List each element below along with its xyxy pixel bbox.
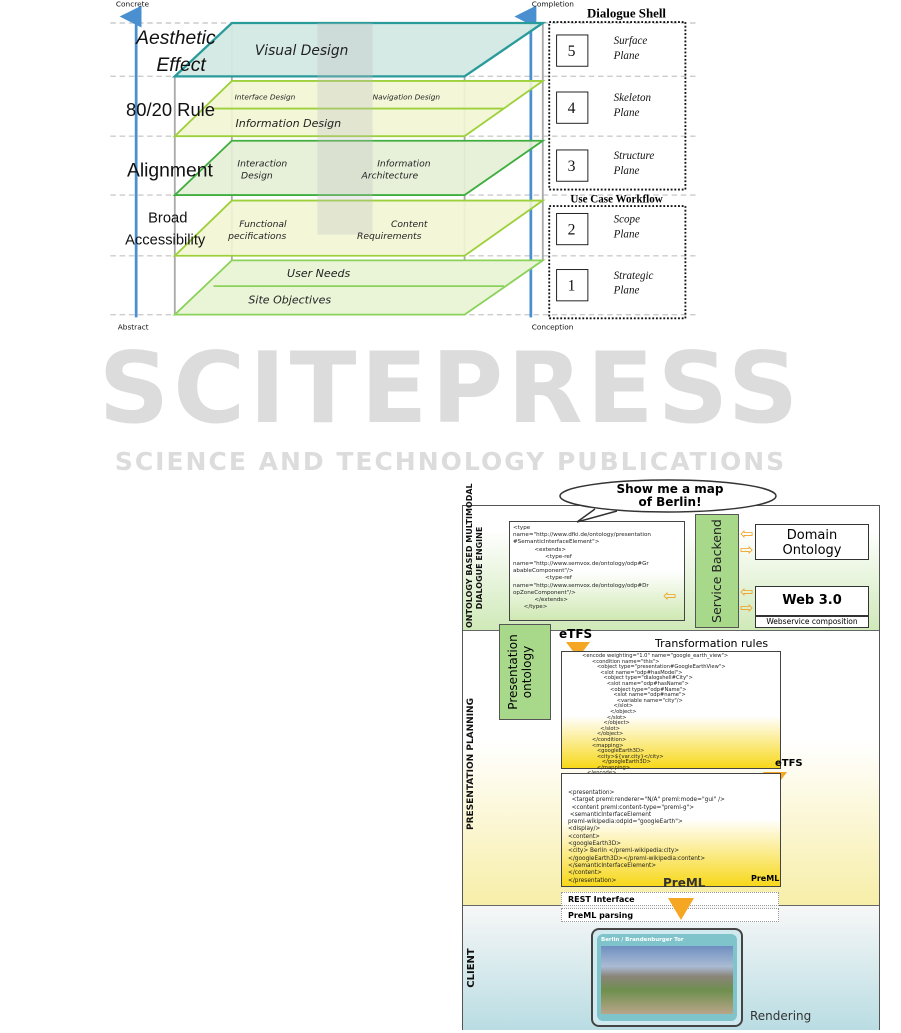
level-number: 2 [568,222,576,239]
plane-label-info-arch-2: Architecture [361,170,419,181]
principle-broad: Broad [148,211,187,227]
level-plane-label: Plane [613,107,640,119]
plane-label-interface: Interface Design [235,92,296,101]
band-label-client: CLIENT [466,948,477,988]
band-label-planning: PRESENTATION PLANNING [466,698,476,830]
level-number-box [556,149,589,182]
right-axis-top-label: Completion [532,0,574,8]
level-plane-label: Plane [613,50,640,62]
level-plane-label: Plane [613,228,640,240]
principle-effect: Effect [156,55,207,76]
plane-label-information: Information Design [236,117,342,130]
principle-accessibility: Accessibility [125,233,206,249]
plane-label-interaction: Interaction [237,159,287,170]
preml-code-box: <presentation> <target preml:renderer="N… [561,773,781,887]
level-number-box [556,91,589,124]
arrow-right-icon: ⇨ [740,542,754,559]
level-plane-label: Plane [613,284,640,296]
arrow-down-icon [668,898,694,920]
watermark-subtitle: SCIENCE AND TECHNOLOGY PUBLICATIONS [114,447,787,476]
berlin-3d-image [601,946,733,1014]
level-plane-label: Structure [614,150,655,162]
speech-bubble-text: Show me a map of Berlin! [616,482,724,509]
principle-alignment: Alignment [127,161,214,182]
preml-box-label: PreML [751,874,780,883]
service-backend-label: Service Backend [709,519,724,623]
plane-label-info-arch: Information [377,159,431,170]
level-number-box [556,212,589,246]
watermark-logo: SCITEPRESS [98,332,803,446]
plane-label-functional: Functional [239,219,287,230]
client-screen-frame: Berlin / Brandenburger Tor [591,928,743,1027]
level-number: 5 [568,43,576,60]
plane-label-content: Content [391,219,428,230]
level-plane-label: Scope [614,214,640,226]
plane-label-interaction-2: Design [241,170,273,181]
plane-label-content-2: Requirements [357,231,422,242]
group-dialogue-shell: Dialogue Shell [587,6,666,20]
right-axis-bottom-label: Conception [532,322,574,331]
plane-strategy [172,259,546,316]
presentation-ontology-label: Presentation ontology [506,634,534,710]
rendered-map-view: Berlin / Brandenburger Tor [597,934,737,1021]
arrow-left-icon: ⇦ [663,588,677,605]
arrow-right-icon: ⇨ [740,600,754,617]
service-backend-box: Service Backend [695,514,739,628]
level-number: 4 [568,100,576,117]
level-plane-label: Strategic [614,270,654,282]
level-plane-label: Surface [614,35,648,47]
etfs-label-2: eTFS [775,758,803,769]
transformation-rules-title: Transformation rules [655,637,769,650]
domain-ontology-box: Domain Ontology [755,524,869,560]
webservice-label: Webservice composition [755,616,869,628]
arrow-left-icon: ⇦ [740,526,754,543]
plane-surface [171,21,547,78]
plane-label-visual: Visual Design [255,43,349,59]
level-number: 3 [568,158,576,175]
etfs-label: eTFS [559,627,593,641]
principle-aesthetic: Aesthetic [135,28,216,49]
plane-label-user-needs: User Needs [287,267,350,280]
rendering-label: Rendering [750,1009,812,1023]
axis-top-label: Concrete [116,0,150,8]
level-number-box [556,269,589,302]
presentation-ontology-box: Presentation ontology [499,624,551,720]
type-code-box: <type name="http://www.dfki.de/ontology/… [509,521,685,621]
axis-bottom-label: Abstract [118,322,149,331]
figure-architecture: ONTOLOGY BASED MULTIMODAL DIALOGUE ENGIN… [462,483,880,1030]
principle-80-20: 80/20 Rule [126,99,215,120]
plane-label-site-objectives: Site Objectives [248,294,331,307]
level-plane-label: Skeleton [614,92,652,104]
web30-box: Web 3.0 [755,586,869,616]
level-plane-label: Plane [613,165,640,177]
level-number-box [556,34,589,67]
transformation-rules-box: <encode weighting="1.0" name="google_ear… [561,651,781,776]
figure-planes-diagram: Concrete Abstract Completion Conception … [110,0,700,331]
map-view-title: Berlin / Brandenburger Tor [601,937,684,943]
group-use-case: Use Case Workflow [570,193,662,205]
use-case-box [548,205,687,320]
level-number: 1 [568,278,576,295]
dialogue-shell-box [548,21,687,191]
band-label-engine: ONTOLOGY BASED MULTIMODAL DIALOGUE ENGIN… [465,483,484,628]
preml-arrow-label: PreML [663,876,706,890]
plane-scope [172,199,546,257]
arrow-left-icon: ⇦ [740,584,754,601]
plane-structure [172,139,546,196]
plane-label-navigation: Navigation Design [373,92,441,101]
plane-label-functional-2: pecifications [227,231,286,242]
speech-bubble [559,479,777,523]
